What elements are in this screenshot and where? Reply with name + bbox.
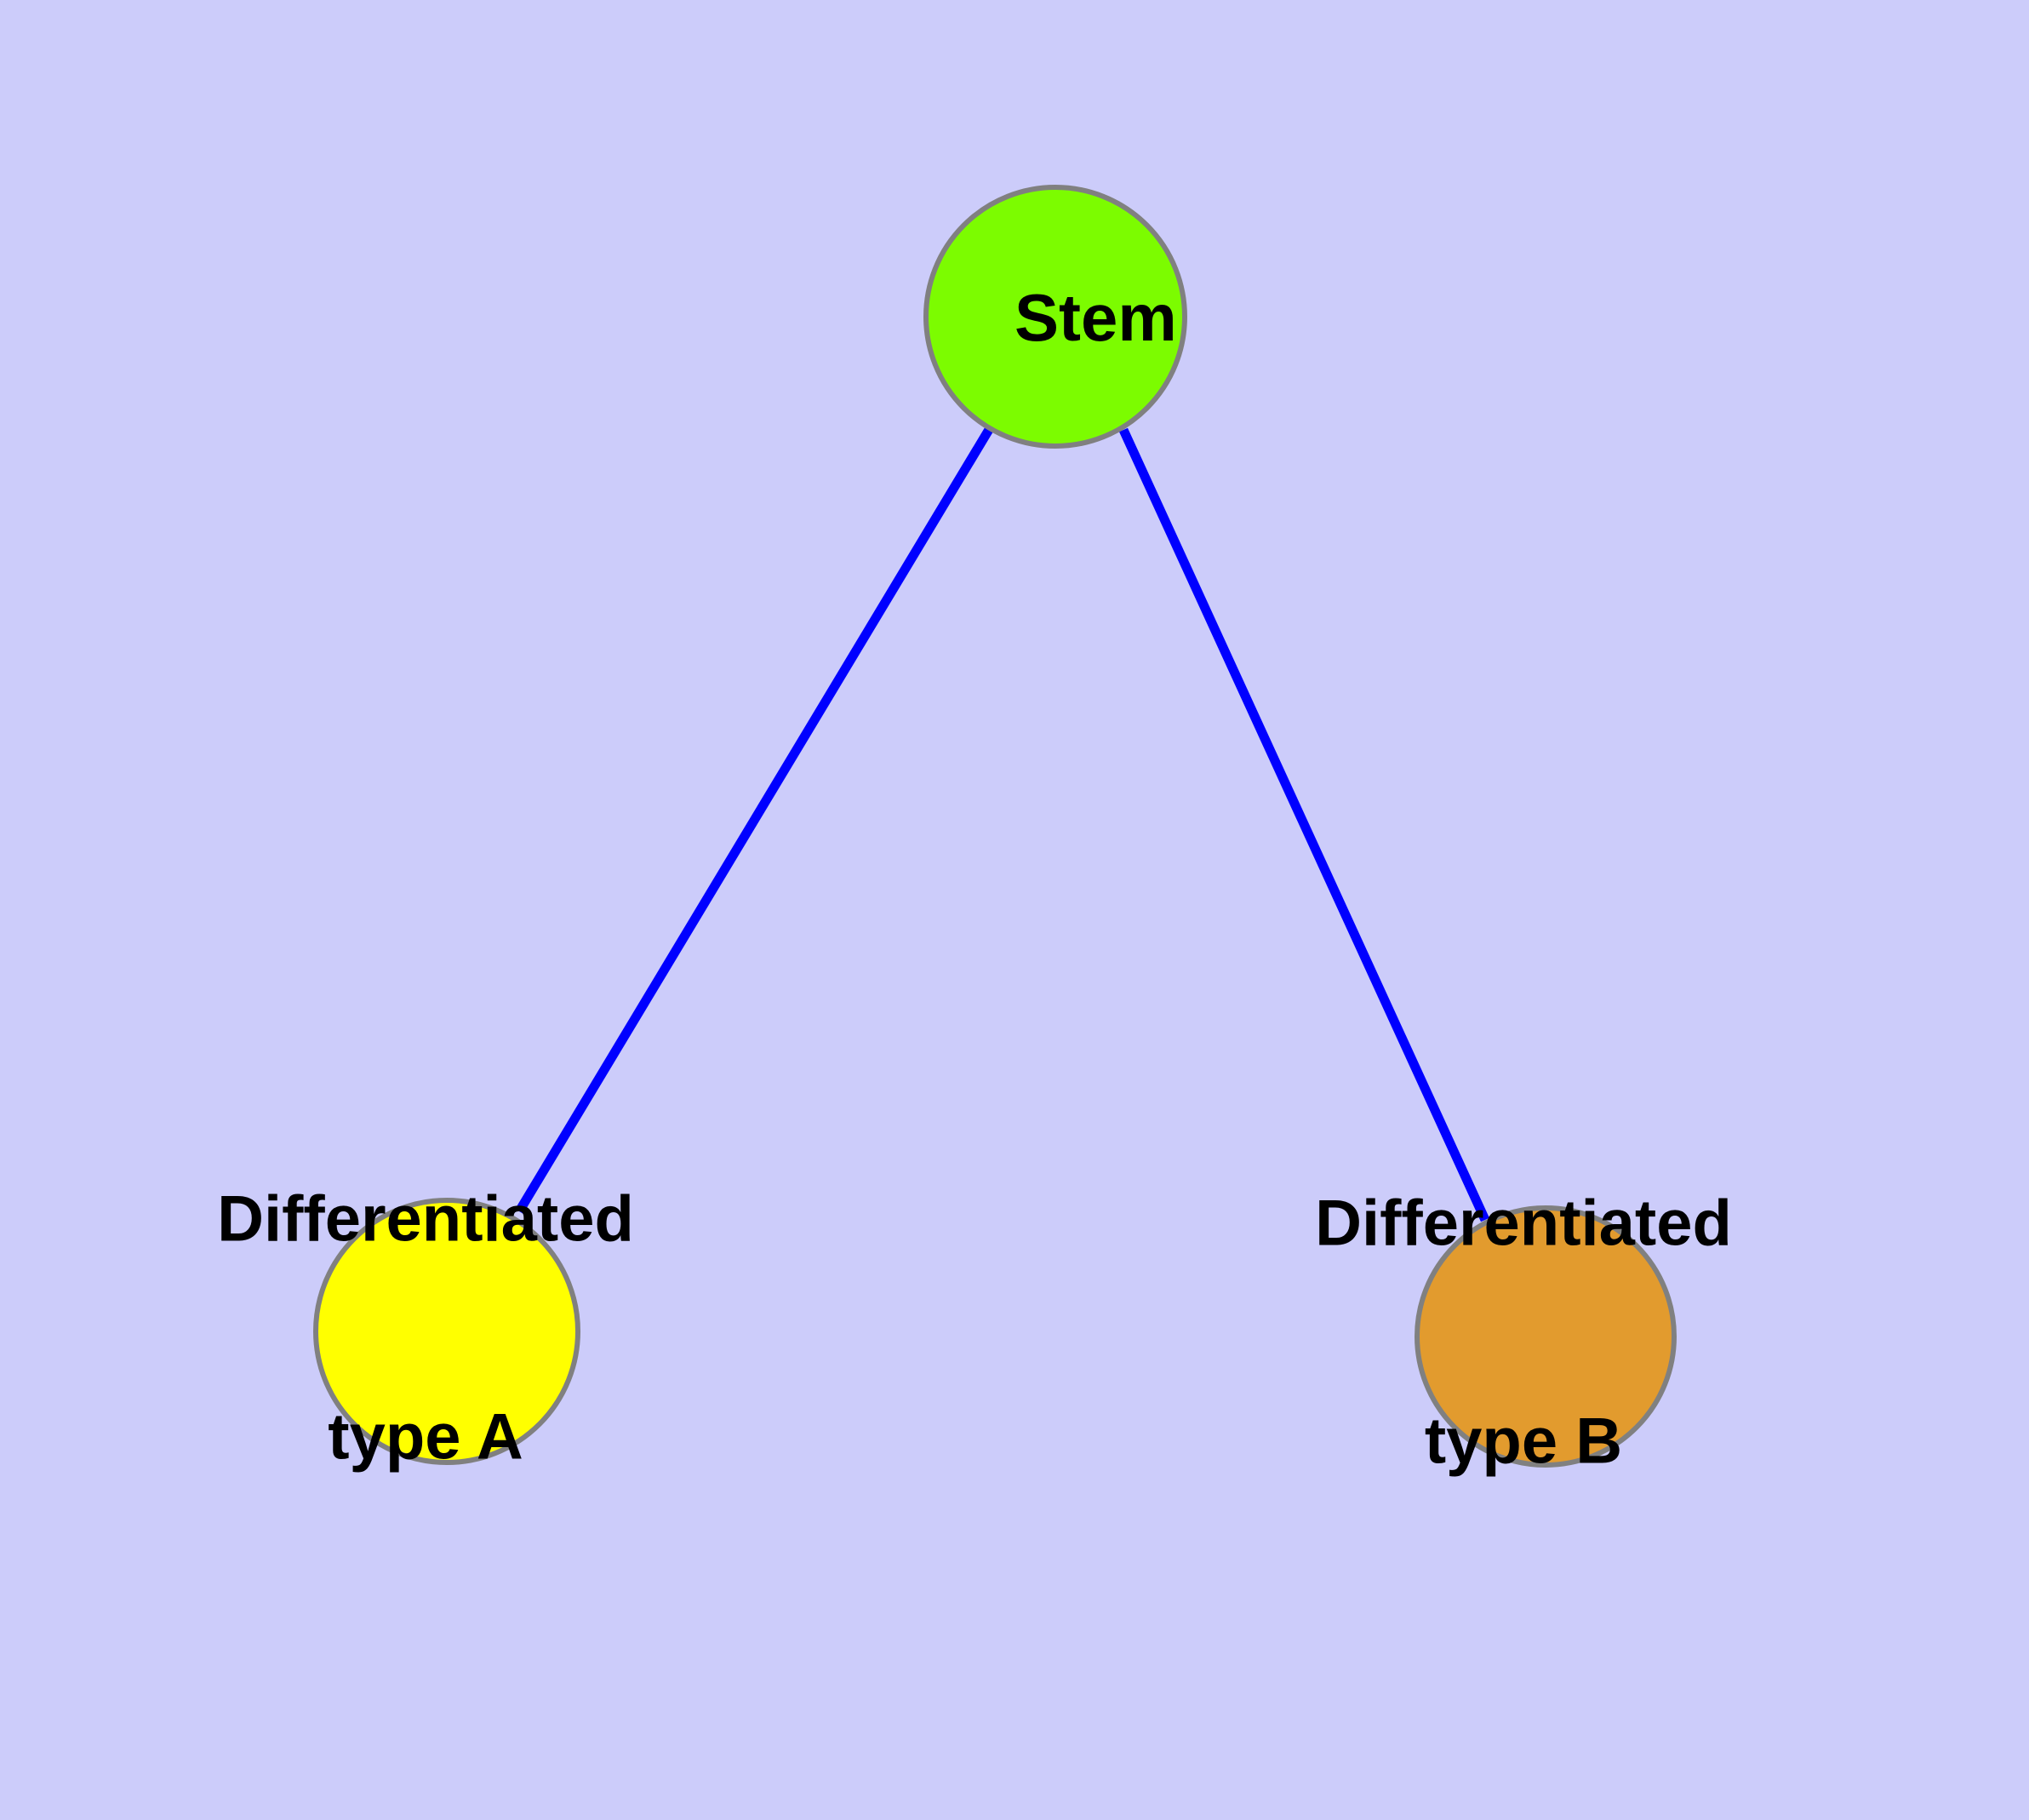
edge-layer (515, 426, 1490, 1222)
node-stem[interactable] (923, 185, 1187, 449)
node-differentiated-type-b[interactable] (1415, 1205, 1677, 1468)
node-layer (313, 185, 1677, 1468)
edge-stem-to-diff-a[interactable] (515, 426, 994, 1214)
edge-stem-to-diff-b[interactable] (1118, 427, 1490, 1222)
node-differentiated-type-a[interactable] (313, 1198, 580, 1465)
